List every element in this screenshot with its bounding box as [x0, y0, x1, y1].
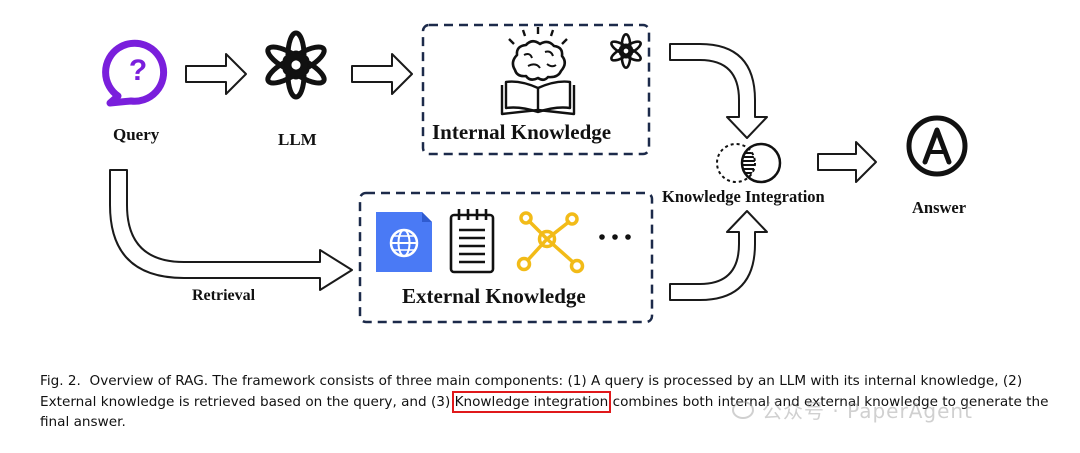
caption-text-2: combines both internal and external know… [40, 393, 1053, 431]
globe-document-icon [376, 212, 432, 272]
arrow-external-to-integration [669, 210, 768, 301]
caption-highlight-knowledge-integration: Knowledge integration [451, 390, 612, 413]
retrieval-label: Retrieval [192, 287, 256, 304]
arrow-query-to-llm [185, 53, 247, 95]
arrow-integration-to-answer [817, 141, 877, 183]
ellipsis-icon [599, 234, 631, 240]
venn-integration-icon [716, 142, 782, 184]
figure-caption: Fig. 2. Overview of RAG. The framework c… [40, 371, 1050, 433]
brain-book-icon [500, 27, 576, 116]
arrow-internal-to-integration [669, 43, 768, 139]
external-knowledge-box [358, 191, 654, 324]
openai-logo-icon [264, 33, 327, 97]
retrieval-arrow [109, 169, 353, 291]
svg-text:?: ? [129, 54, 147, 87]
answer-label: Answer [912, 198, 967, 217]
caption-text-1: Fig. 2. Overview of RAG. The framework c… [40, 373, 1027, 410]
knowledge-integration-label: Knowledge Integration [662, 187, 825, 206]
internal-knowledge-box [421, 23, 651, 156]
question-bubble-icon: ? [102, 39, 168, 107]
knowledge-graph-icon [516, 211, 585, 274]
answer-a-icon [906, 115, 968, 177]
openai-small-icon [608, 33, 644, 69]
llm-label: LLM [278, 130, 317, 149]
query-label: Query [113, 125, 160, 144]
arrow-llm-to-internal [351, 53, 413, 95]
rag-overview-figure: ? [102, 23, 968, 324]
internal-knowledge-label: Internal Knowledge [432, 120, 612, 144]
notepad-icon [449, 209, 495, 274]
external-knowledge-label: External Knowledge [402, 284, 586, 308]
